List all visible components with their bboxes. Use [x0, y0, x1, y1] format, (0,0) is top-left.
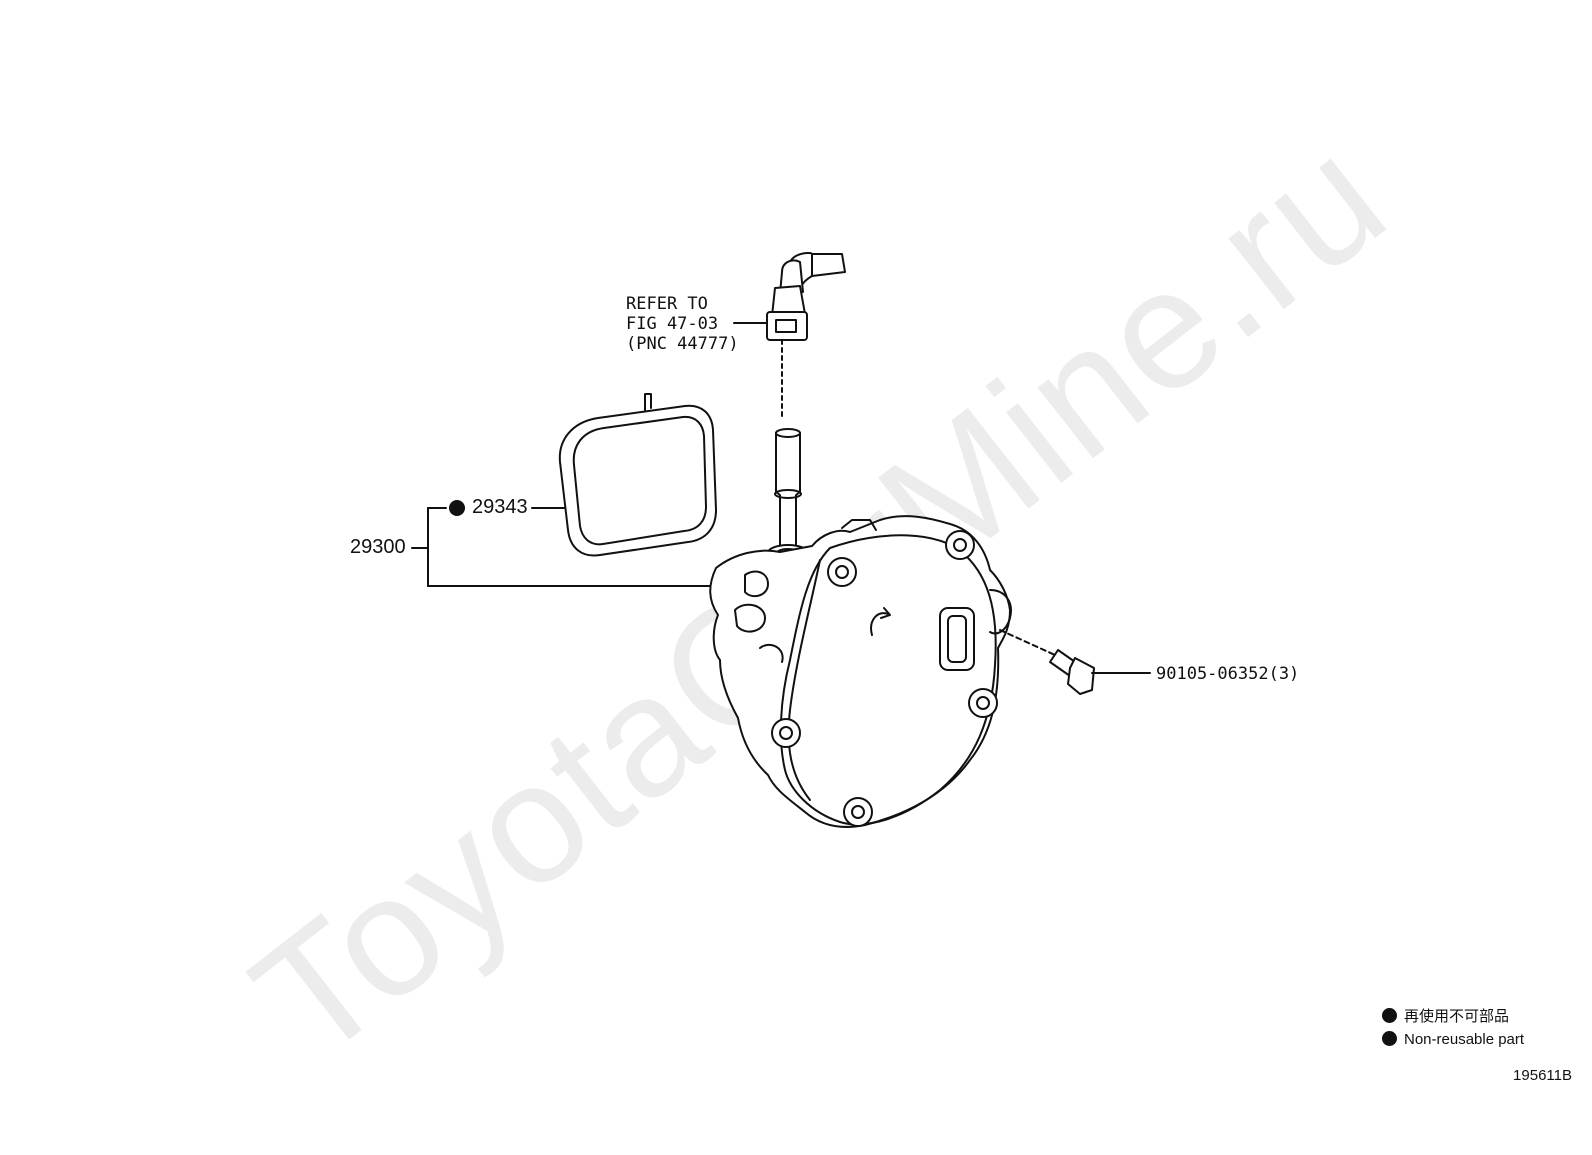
vacuum-pipe[interactable]	[767, 428, 809, 562]
refer-label-line1[interactable]: REFER TO	[626, 294, 708, 314]
gasket[interactable]	[558, 393, 717, 557]
part-number-assembly[interactable]: 29300	[350, 536, 406, 558]
legend-jp: 再使用不可部品	[1382, 1005, 1509, 1026]
bolt[interactable]	[999, 629, 1101, 695]
hose-connector[interactable]	[766, 252, 846, 421]
non-reusable-mark	[449, 500, 465, 516]
refer-label-line2[interactable]: FIG 47-03	[626, 314, 719, 334]
part-number-gasket[interactable]: 29343	[472, 496, 528, 518]
leader-lines	[411, 322, 1151, 674]
figure-number: 195611B	[1513, 1067, 1572, 1084]
legend-en: Non-reusable part	[1382, 1031, 1524, 1048]
vacuum-pump-assembly[interactable]	[709, 515, 1012, 828]
refer-label-line3[interactable]: (PNC 44777)	[626, 334, 739, 354]
non-reusable-dot-icon	[1382, 1008, 1397, 1023]
legend-jp-text: 再使用不可部品	[1404, 1008, 1510, 1025]
part-number-bolt[interactable]: 90105-06352(3)	[1156, 664, 1300, 684]
legend-en-text: Non-reusable part	[1404, 1031, 1525, 1048]
parts-diagram	[411, 252, 1151, 828]
non-reusable-dot-icon	[1382, 1031, 1397, 1046]
